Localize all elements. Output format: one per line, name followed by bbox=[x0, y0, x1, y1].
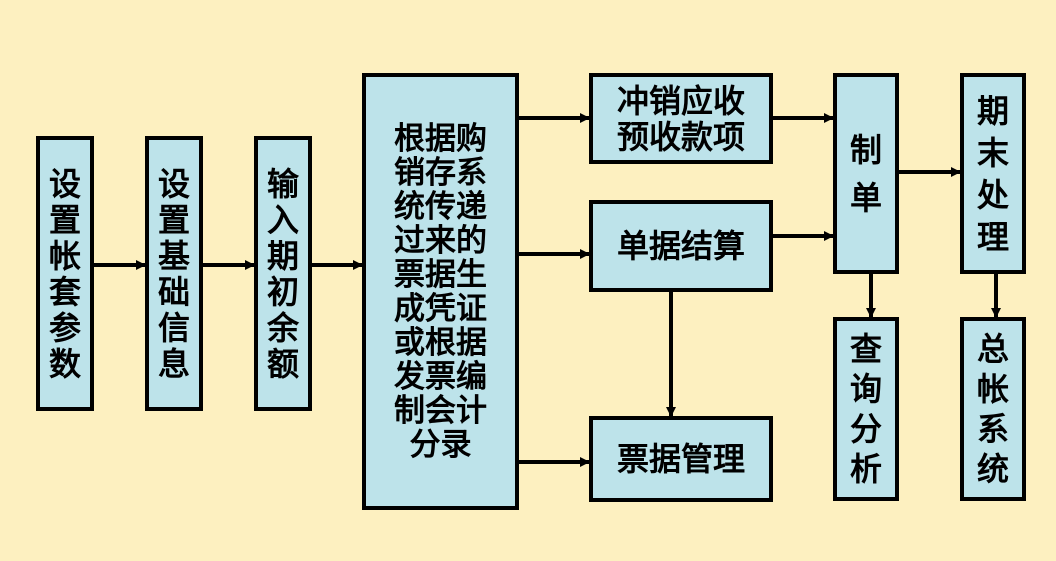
node-general-ledger-label: 总帐系统 bbox=[977, 330, 1010, 488]
node-input-opening-label: 输入期初余额 bbox=[267, 164, 300, 383]
node-make-voucher: 制单 bbox=[833, 73, 899, 274]
node-offset-receivable-line2: 预收款项 bbox=[616, 117, 745, 156]
node-setup-params-label: 设置帐套参数 bbox=[49, 164, 82, 383]
node-make-voucher-label: 制单 bbox=[850, 130, 883, 217]
node-input-opening: 输入期初余额 bbox=[254, 136, 312, 411]
node-offset-receivable-line1: 冲销应收 bbox=[616, 81, 745, 120]
node-generate-voucher: 根据购销存系统传递过来的票据生成凭证或根据发票编制会计分录 bbox=[362, 73, 519, 510]
node-offset-receivable: 冲销应收 预收款项 bbox=[589, 73, 773, 164]
node-generate-voucher-label: 根据购销存系统传递过来的票据生成凭证或根据发票编制会计分录 bbox=[394, 120, 487, 463]
node-period-end: 期末处理 bbox=[960, 73, 1026, 274]
node-bill-management: 票据管理 bbox=[589, 416, 773, 502]
node-settlement-label: 单据结算 bbox=[616, 227, 745, 265]
node-settlement: 单据结算 bbox=[589, 200, 773, 292]
node-period-end-label: 期末处理 bbox=[977, 91, 1010, 256]
node-general-ledger: 总帐系统 bbox=[960, 317, 1026, 501]
node-setup-basic-label: 设置基础信息 bbox=[158, 164, 191, 383]
node-query-analysis: 查询分析 bbox=[833, 317, 899, 501]
node-bill-management-label: 票据管理 bbox=[616, 440, 745, 478]
node-setup-basic: 设置基础信息 bbox=[145, 136, 203, 411]
node-setup-params: 设置帐套参数 bbox=[36, 136, 94, 411]
node-query-analysis-label: 查询分析 bbox=[850, 330, 883, 488]
